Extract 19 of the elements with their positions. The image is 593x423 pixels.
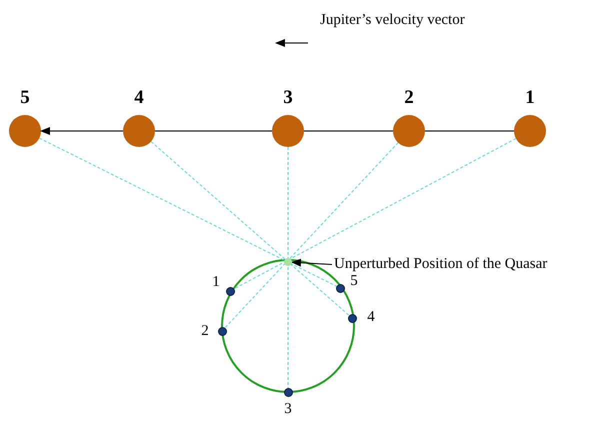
sight-line	[224, 142, 399, 329]
caption-text: Jupiter’s velocity vector	[320, 12, 465, 29]
position-number: 4	[366, 308, 376, 326]
position-number: 1	[211, 273, 221, 291]
sight-line	[150, 141, 350, 316]
position-number: 1	[525, 86, 535, 110]
arrow	[40, 127, 124, 135]
position-number: 5	[20, 86, 30, 110]
position-number: 3	[283, 400, 293, 418]
sight-line	[38, 138, 338, 287]
quasar-label: Unperturbed Position of the Quasar	[334, 256, 548, 273]
sight-line	[232, 138, 516, 290]
position-number: 3	[283, 86, 293, 110]
quasar-dot	[284, 258, 292, 266]
position-number: 4	[134, 86, 144, 110]
position-number: 2	[404, 86, 414, 110]
position-number: 2	[200, 322, 210, 340]
arrow	[291, 258, 332, 267]
position-number: 5	[349, 272, 359, 290]
